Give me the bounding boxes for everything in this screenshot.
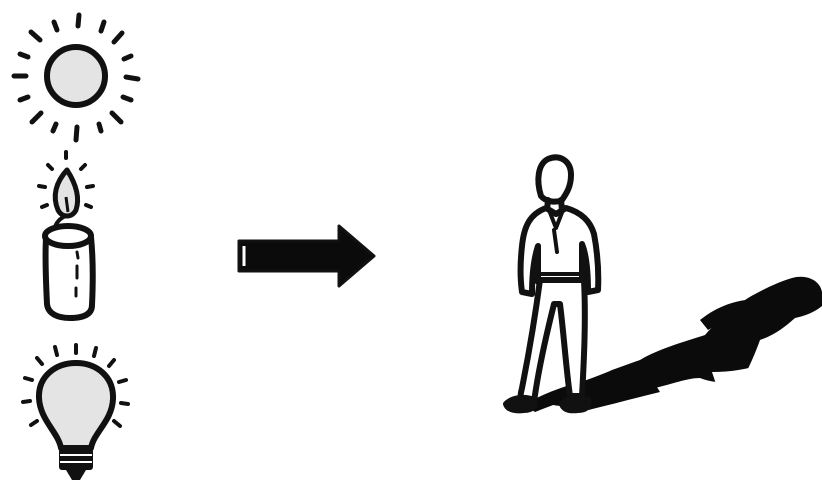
arrow-right-icon — [239, 226, 374, 286]
candle-icon — [39, 152, 93, 318]
standing-person-icon — [506, 157, 598, 410]
light-bulb-icon — [23, 345, 128, 480]
sun-icon — [14, 15, 138, 140]
